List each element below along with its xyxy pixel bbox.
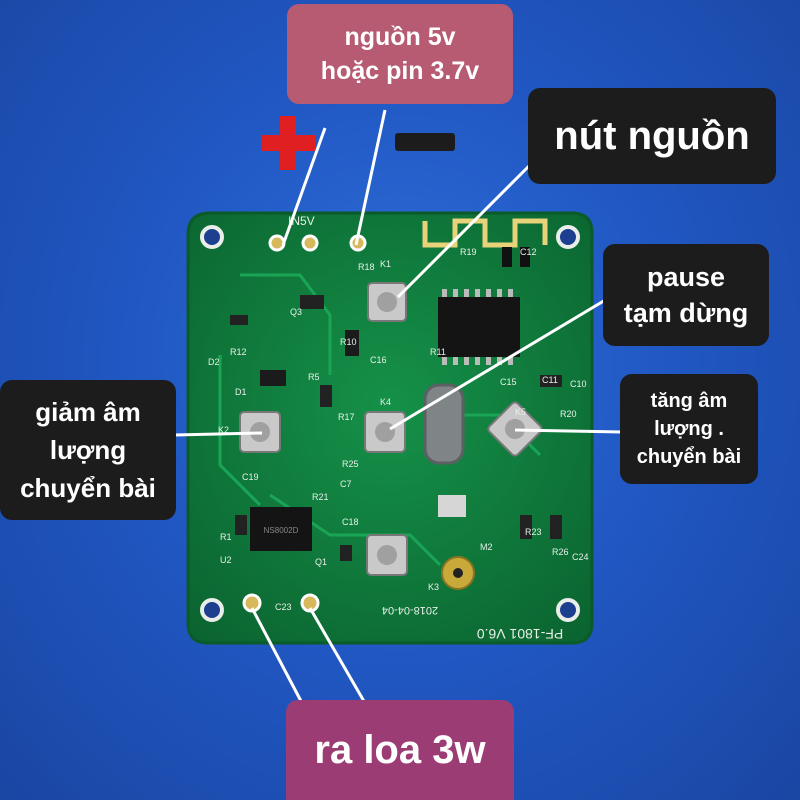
- silkscreen-tag: C12: [520, 247, 537, 257]
- silkscreen-tag: R11: [430, 347, 446, 357]
- power-input-line1: nguồn 5v: [344, 23, 456, 51]
- plus-sign-icon: [261, 116, 315, 170]
- silkscreen-tag: C15: [500, 377, 517, 387]
- silkscreen-tag: C11: [542, 375, 558, 385]
- leader-line-power-button: [396, 163, 532, 299]
- leader-line-pause: [389, 294, 613, 431]
- silkscreen-tag: M2: [480, 542, 493, 552]
- silkscreen-tag: C16: [370, 355, 387, 365]
- volume-down-line1: giảm âm: [35, 397, 141, 427]
- volume-up-line2: lượng .: [654, 418, 724, 440]
- silkscreen-tag: C23: [275, 602, 292, 612]
- volume-up-line1: tăng âm: [650, 390, 728, 412]
- power-tag-text: IN5V: [288, 214, 315, 228]
- volume-down-line3: chuyển bài: [20, 473, 156, 503]
- silkscreen-tag: R23: [525, 527, 542, 537]
- leader-line-speaker-left: [250, 607, 304, 704]
- leader-line-volume-up: [514, 428, 623, 434]
- silkscreen-tag: R21: [312, 492, 329, 502]
- amp-chip-text: NS8002D: [264, 526, 299, 535]
- silkscreen-tag: Q1: [315, 557, 327, 567]
- leader-line-speaker-right: [308, 607, 367, 704]
- model-text: PF-1801 V6.0: [477, 626, 564, 642]
- pause-label: pause tạm dừng: [603, 244, 769, 346]
- silkscreen-tag: R1: [220, 532, 232, 542]
- silkscreen-tag: K5: [515, 407, 526, 417]
- volume-down-label: giảm âm lượng chuyển bài: [0, 380, 176, 520]
- minus-sign-icon: [395, 133, 455, 151]
- silkscreen-tag: R19: [460, 247, 477, 257]
- silkscreen-tag: R25: [342, 459, 359, 469]
- silkscreen-tag: C18: [342, 517, 359, 527]
- volume-down-line2: lượng: [49, 435, 127, 465]
- date-text: 2018-04-04: [382, 604, 438, 616]
- leader-line-negative: [354, 109, 387, 246]
- tactile-button-power: [367, 282, 407, 322]
- power-button-text: nút nguồn: [554, 113, 750, 158]
- silkscreen-tag: R18: [358, 262, 375, 272]
- silkscreen-tag: C7: [340, 479, 352, 489]
- silkscreen-tag: D2: [208, 357, 220, 367]
- volume-up-label: tăng âm lượng . chuyển bài: [620, 374, 758, 484]
- silkscreen-tag: D1: [235, 387, 247, 397]
- pause-line2: tạm dừng: [623, 298, 749, 328]
- silkscreen-tag: K3: [428, 582, 439, 592]
- silkscreen-tag: R10: [340, 337, 357, 347]
- silkscreen-tag: R20: [560, 409, 577, 419]
- silkscreen-tag: R5: [308, 372, 320, 382]
- speaker-output-text: ra loa 3w: [314, 727, 486, 772]
- speaker-output-label: ra loa 3w: [286, 700, 514, 800]
- silkscreen-tag: R17: [338, 412, 355, 422]
- silkscreen-tag: R26: [552, 547, 569, 557]
- silkscreen-tag: C24: [572, 552, 589, 562]
- silkscreen-tag: Q3: [290, 307, 302, 317]
- volume-up-line3: chuyển bài: [636, 446, 742, 468]
- leader-line-volume-down: [174, 431, 263, 437]
- silkscreen-tag: K4: [380, 397, 391, 407]
- silkscreen-tag: U2: [220, 555, 232, 565]
- pause-line1: pause: [646, 262, 726, 292]
- leader-line-positive: [281, 127, 327, 246]
- silkscreen-tag: R12: [230, 347, 247, 357]
- silkscreen-tag: K2: [218, 425, 229, 435]
- silkscreen-tag: C10: [570, 379, 587, 389]
- power-input-line2: hoặc pin 3.7v: [320, 57, 480, 85]
- power-input-label: nguồn 5v hoặc pin 3.7v: [287, 4, 513, 104]
- silkscreen-tag: C19: [242, 472, 259, 482]
- silkscreen-tag: K1: [380, 259, 391, 269]
- power-button-label: nút nguồn: [528, 88, 776, 184]
